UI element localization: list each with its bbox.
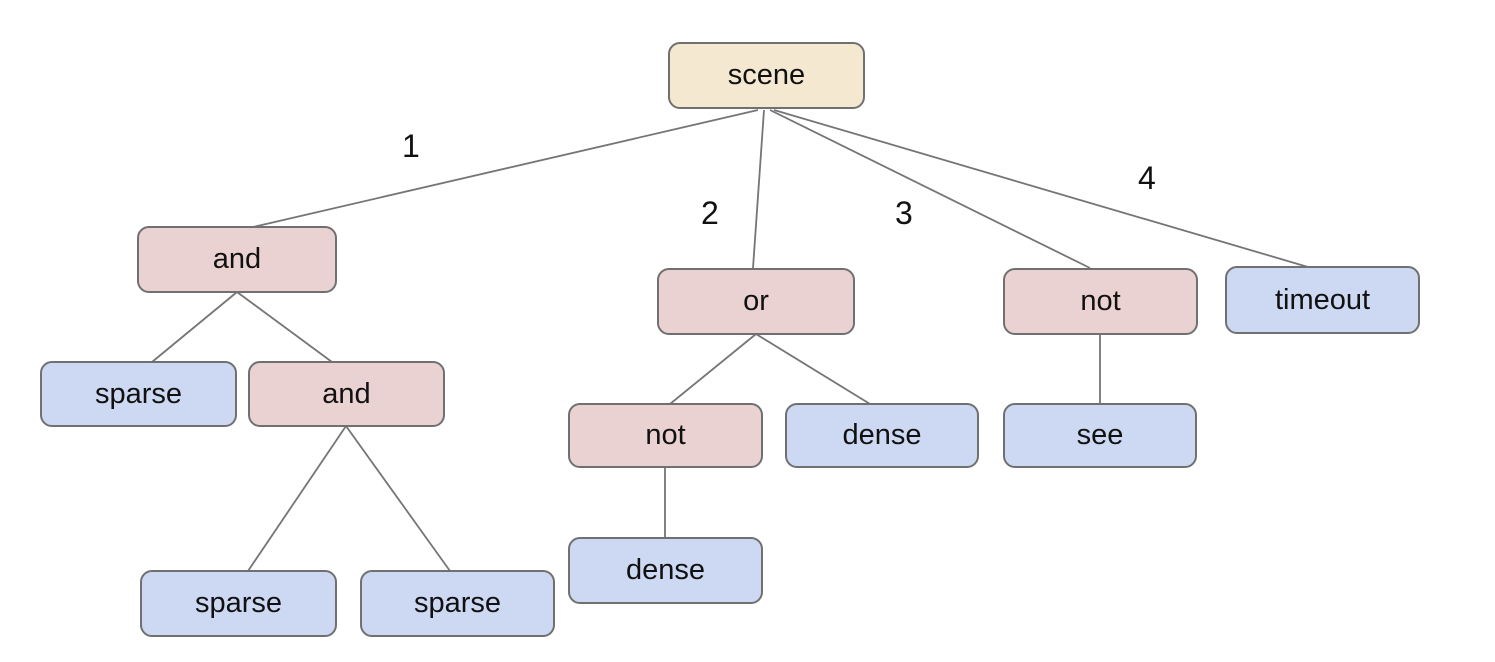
node-timeout: timeout bbox=[1225, 266, 1420, 334]
node-dense-leaf: dense bbox=[568, 537, 763, 604]
edge-and2-sparse1 bbox=[247, 425, 347, 572]
node-or: or bbox=[657, 268, 855, 335]
edge-label-4: 4 bbox=[1138, 160, 1156, 196]
node-dense-branch2: dense bbox=[785, 403, 979, 468]
node-see: see bbox=[1003, 403, 1197, 468]
edge-or-not bbox=[669, 333, 757, 405]
edge-and-sparse bbox=[151, 291, 238, 363]
node-not-branch2: not bbox=[568, 403, 763, 468]
edge-label-2: 2 bbox=[701, 195, 719, 231]
edge-scene-not bbox=[769, 109, 1091, 269]
node-sparse-1: sparse bbox=[40, 361, 237, 427]
edge-or-dense bbox=[755, 333, 871, 405]
edge-label-1: 1 bbox=[402, 128, 420, 164]
node-sparse-2: sparse bbox=[140, 570, 337, 637]
edge-and2-sparse2 bbox=[345, 425, 451, 572]
edge-label-3: 3 bbox=[895, 195, 913, 231]
node-scene: scene bbox=[668, 42, 865, 109]
edge-and-and bbox=[236, 291, 333, 363]
node-and-2: and bbox=[248, 361, 445, 427]
node-and-1: and bbox=[137, 226, 337, 293]
node-sparse-3: sparse bbox=[360, 570, 555, 637]
edge-scene-timeout bbox=[773, 109, 1309, 268]
node-not-branch3: not bbox=[1003, 268, 1198, 335]
edge-scene-or bbox=[752, 109, 765, 269]
edge-scene-and bbox=[252, 109, 759, 228]
